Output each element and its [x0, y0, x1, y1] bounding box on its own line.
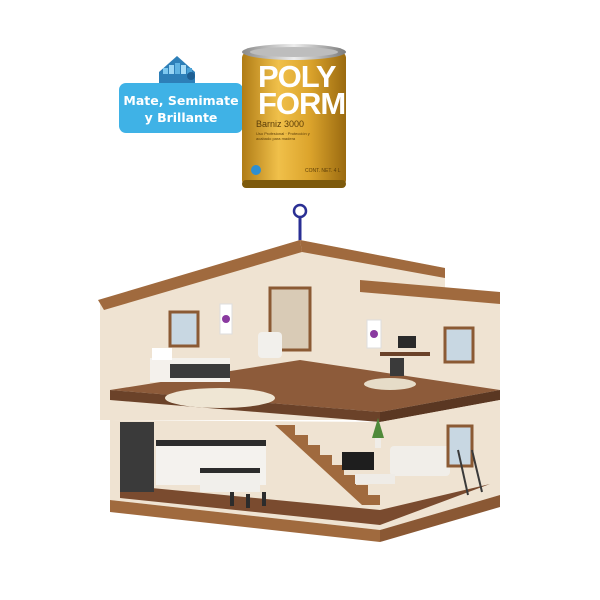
net-content: CONT. NET. 4 L	[305, 168, 341, 174]
product-name: Barniz 3000	[256, 119, 305, 129]
badge-line-1: Mate, Semimate	[123, 93, 239, 108]
house-cutaway-illustration	[98, 240, 500, 542]
finish-types-badge: Mate, Semimate y Brillante	[119, 83, 243, 133]
badge-line-2: y Brillante	[144, 110, 218, 125]
paint-swatch-house-icon	[159, 56, 195, 90]
brand-line-2: FORM	[258, 86, 346, 121]
varnish-can-image	[242, 44, 346, 188]
brand-line-1: POLY	[258, 59, 337, 94]
can-fine-print: Uso Profesional · Protección y acabado p…	[256, 131, 310, 141]
